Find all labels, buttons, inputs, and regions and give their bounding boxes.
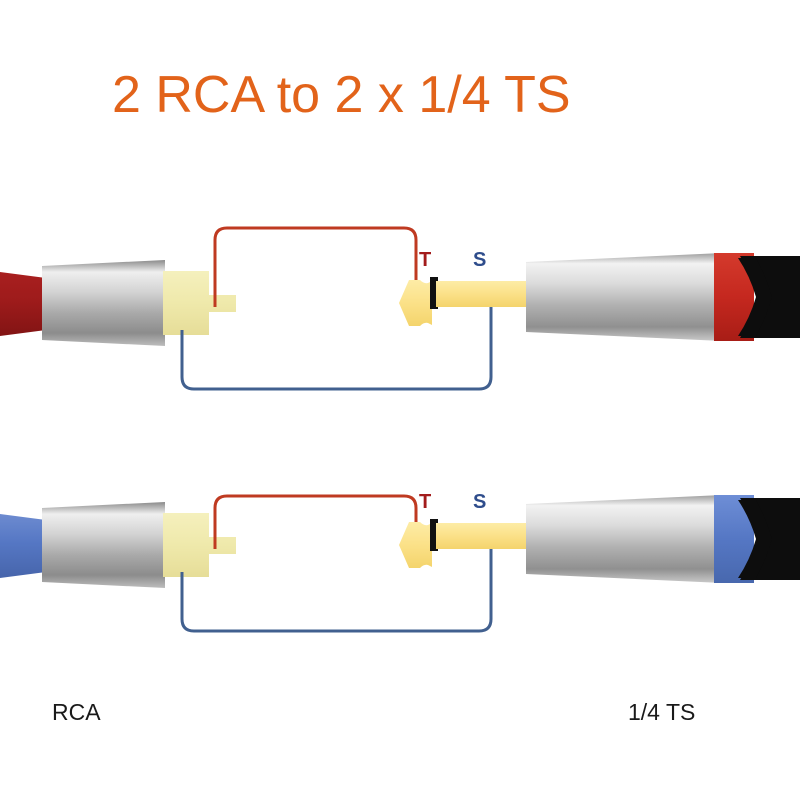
ts-insulator-ring [430,519,438,551]
rca-connector-red [0,260,236,346]
ts-boot-notch [738,258,772,336]
sleeve-wire-blue [180,298,493,391]
ts-boot-notch [738,500,772,578]
label-sleeve-top: S [473,249,486,271]
ts-plug-blue [399,495,800,583]
tip-wire-red [213,226,418,307]
ts-sleeve [436,281,532,307]
ts-sleeve [436,523,532,549]
sleeve-wire-blue [180,540,493,633]
label-tip-bottom: T [419,491,431,513]
channel-red: T S [0,226,800,391]
ts-insulator-ring [430,277,438,309]
rca-barrel [42,260,165,346]
label-sleeve-bottom: S [473,491,486,513]
label-tip-top: T [419,249,431,271]
ts-barrel [526,253,722,341]
rca-insulator-and-pin [163,271,236,335]
ts-barrel [526,495,722,583]
ts-tip [399,280,432,326]
caption-quarter-inch-ts: 1/4 TS [628,699,695,725]
rca-insulator-and-pin [163,513,236,577]
rca-cable-red [0,272,46,336]
ts-tip [399,522,432,568]
rca-cable-blue [0,514,46,578]
ts-plug-red [399,253,800,341]
rca-connector-blue [0,502,236,588]
tip-wire-red [213,494,418,549]
channel-blue: T S [0,491,800,633]
rca-barrel [42,502,165,588]
caption-rca: RCA [52,699,101,725]
page-title: 2 RCA to 2 x 1/4 TS [112,66,571,124]
